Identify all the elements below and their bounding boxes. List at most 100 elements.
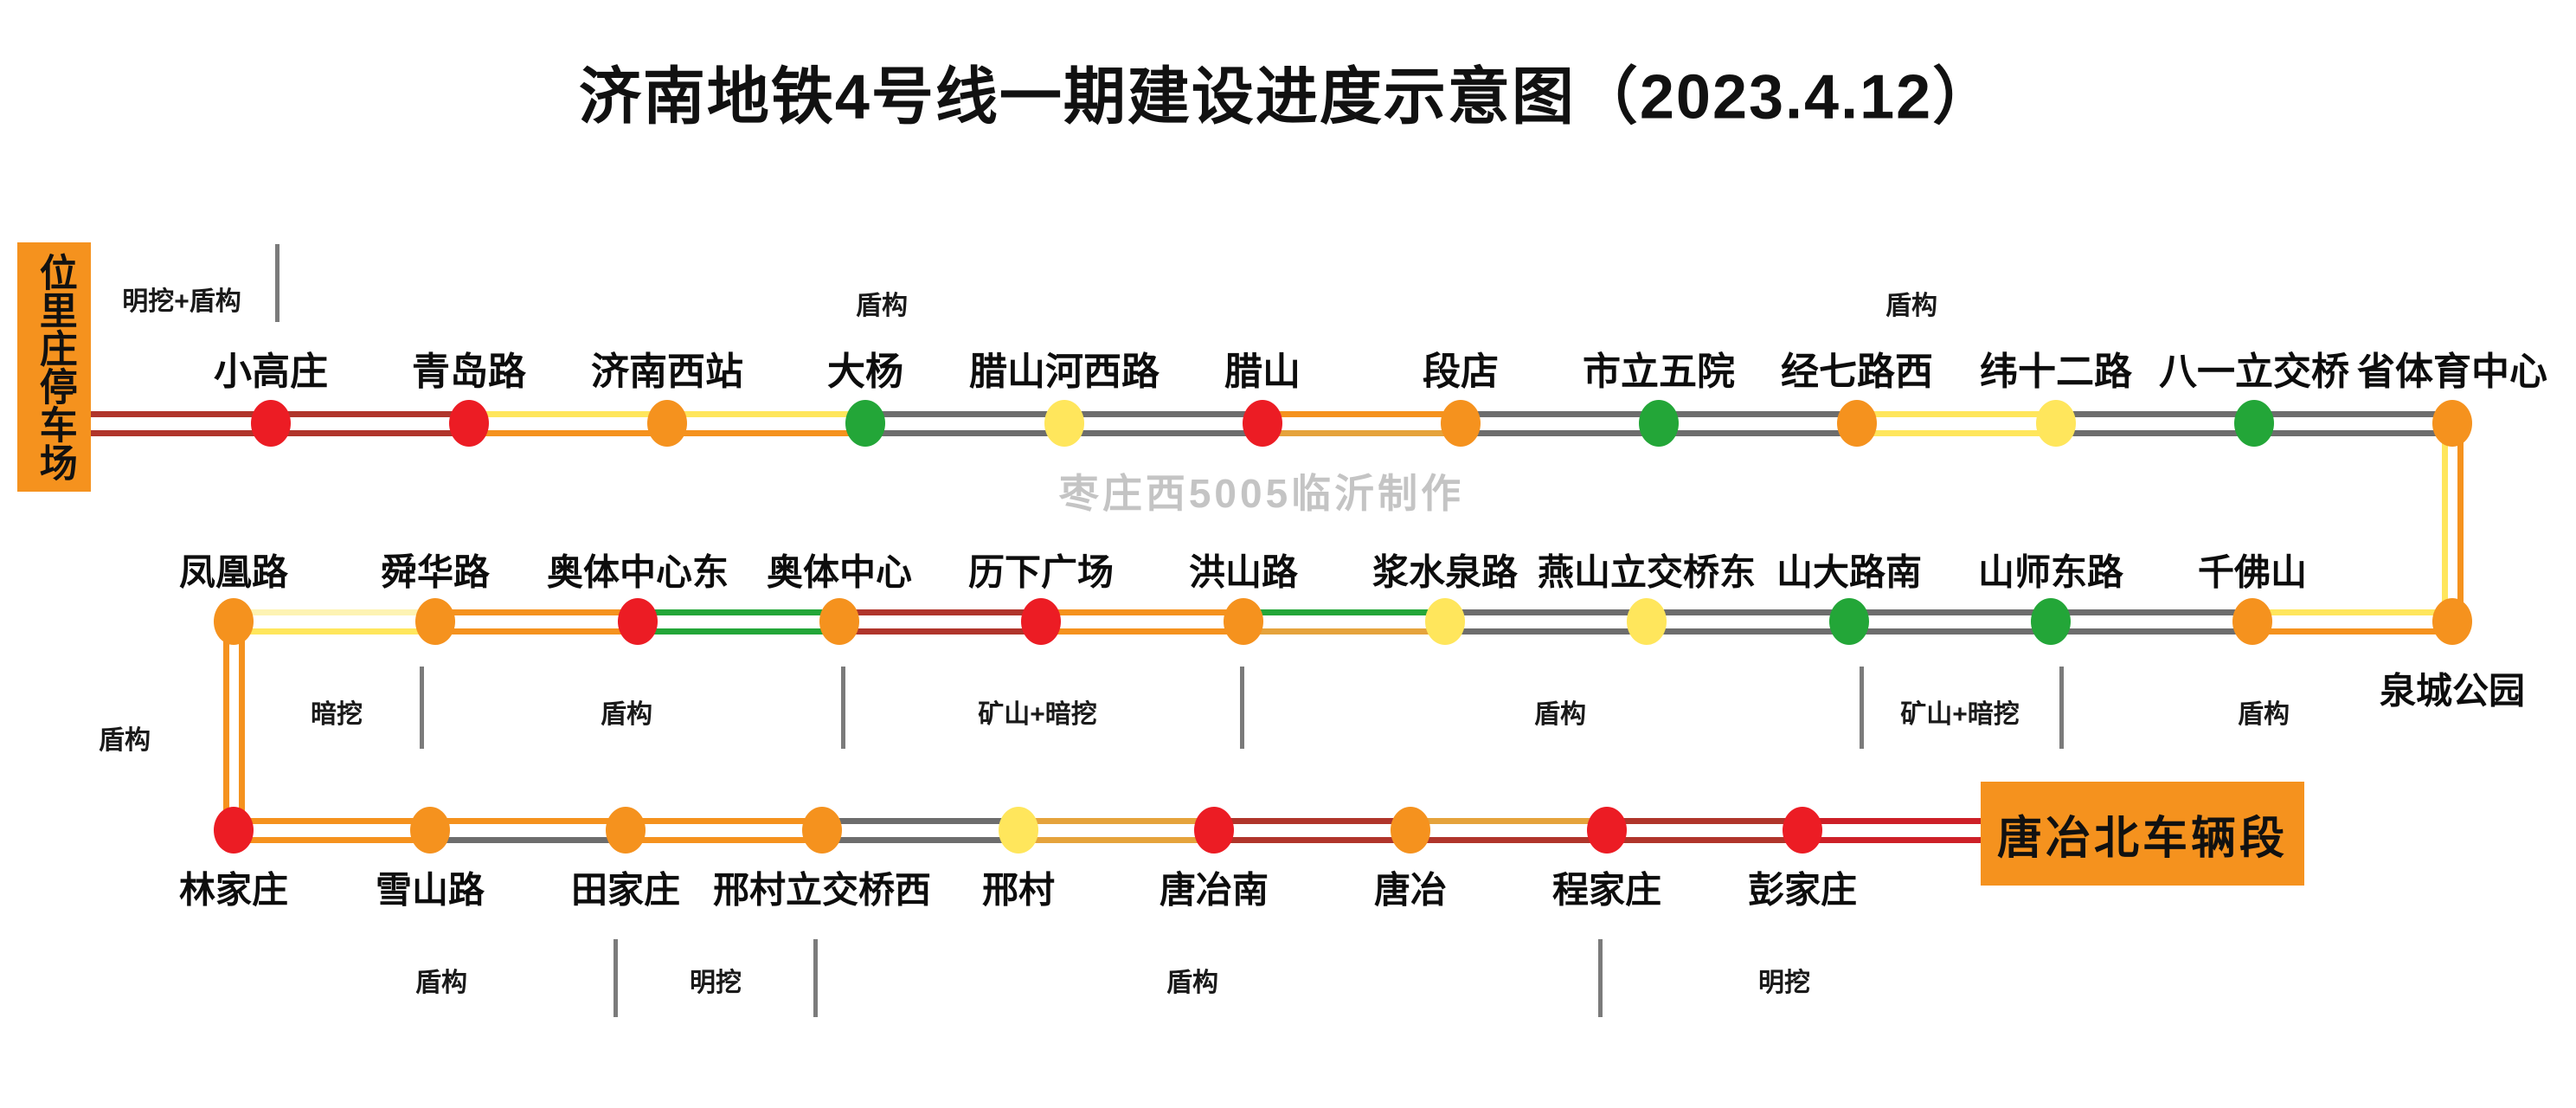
watermark-text: 枣庄西5005临沂制作 [1058, 471, 1465, 516]
track-connector-right [238, 622, 245, 830]
track-segment-bottom [435, 628, 638, 635]
track-segment-bottom [1041, 628, 1243, 635]
station-dot [1425, 598, 1465, 645]
track-segment-bottom [1647, 628, 1849, 635]
station-dot [1587, 807, 1627, 854]
track-segment-top [271, 410, 469, 417]
station-label: 腊山河西路 [969, 351, 1160, 393]
track-segment-bottom [234, 836, 430, 843]
station-dot [845, 400, 885, 447]
station-label: 山大路南 [1776, 551, 1923, 593]
track-segment-top [2254, 410, 2452, 417]
track-segment-top [91, 410, 271, 417]
construction-method-label: 盾构 [856, 292, 908, 320]
station-dot [2432, 598, 2472, 645]
station-dot [449, 400, 489, 447]
station-dot [618, 598, 658, 645]
track-segment-top [1041, 609, 1243, 615]
station-label: 青岛路 [412, 351, 526, 393]
station-dot [1783, 807, 1822, 854]
station-dot [1441, 400, 1481, 447]
track-segment-bottom [1243, 628, 1445, 635]
track-segment-bottom [1018, 836, 1214, 843]
track-segment-bottom [1802, 836, 1981, 843]
station-label: 舜华路 [380, 551, 491, 593]
station-label: 八一立交桥 [2159, 351, 2349, 393]
track-segment-top [1857, 410, 2056, 417]
station-label: 唐冶南 [1159, 869, 1269, 911]
station-dot [1224, 598, 1263, 645]
section-divider [1598, 939, 1603, 1017]
track-segment-top [1214, 817, 1410, 824]
station-label: 邢村立交桥西 [712, 869, 932, 911]
track-segment-top [1802, 817, 1981, 824]
track-segment-bottom [1849, 628, 2051, 635]
section-divider [275, 244, 279, 322]
track-segment-bottom [822, 836, 1018, 843]
track-segment-bottom [626, 836, 822, 843]
construction-method-label: 盾构 [1534, 700, 1586, 729]
construction-method-label: 盾构 [1166, 969, 1218, 997]
station-dot [1194, 807, 1234, 854]
station-label: 泉城公园 [2379, 670, 2526, 712]
track-segment-bottom [1262, 429, 1461, 436]
station-label: 奥体中心东 [546, 551, 729, 593]
track-segment-top [822, 817, 1018, 824]
station-label: 田家庄 [570, 869, 681, 911]
track-segment-top [234, 609, 435, 615]
station-label: 小高庄 [214, 351, 328, 393]
station-label: 邢村 [981, 869, 1056, 911]
track-segment-bottom [234, 628, 435, 635]
track-segment-bottom [1461, 429, 1659, 436]
station-label: 彭家庄 [1747, 869, 1858, 911]
track-segment-bottom [1410, 836, 1607, 843]
station-label: 洪山路 [1188, 551, 1299, 593]
station-dot [2036, 400, 2076, 447]
track-connector-left [222, 622, 229, 830]
track-segment-bottom [2056, 429, 2254, 436]
station-dot [1627, 598, 1667, 645]
station-dot [251, 400, 291, 447]
station-label: 千佛山 [2197, 551, 2308, 593]
construction-method-label: 明挖+盾构 [122, 287, 241, 316]
depot-box: 位里庄停车场 [17, 242, 91, 492]
station-label: 段店 [1423, 351, 1499, 393]
station-dot [1391, 807, 1430, 854]
track-segment-top [1243, 609, 1445, 615]
station-dot [999, 807, 1038, 854]
diagram-title: 济南地铁4号线一期建设进度示意图（2023.4.12） [578, 62, 1997, 132]
track-segment-top [469, 410, 667, 417]
station-dot [2232, 598, 2272, 645]
station-label: 历下广场 [967, 551, 1115, 593]
track-segment-bottom [91, 429, 271, 436]
track-segment-bottom [271, 429, 469, 436]
track-segment-bottom [1445, 628, 1647, 635]
track-segment-top [1647, 609, 1849, 615]
track-segment-bottom [1064, 429, 1262, 436]
construction-method-label: 盾构 [2238, 700, 2290, 729]
station-dot [1243, 400, 1282, 447]
track-segment-top [1607, 817, 1802, 824]
station-label: 大杨 [827, 351, 903, 393]
station-dot [214, 807, 254, 854]
section-divider [613, 939, 618, 1017]
station-label: 腊山 [1224, 351, 1301, 393]
station-label: 浆水泉路 [1372, 551, 1519, 593]
track-segment-top [1410, 817, 1607, 824]
station-dot [2432, 400, 2472, 447]
track-segment-bottom [1857, 429, 2056, 436]
station-label: 程家庄 [1551, 869, 1662, 911]
track-segment-top [1461, 410, 1659, 417]
track-segment-bottom [2051, 628, 2252, 635]
section-divider [1860, 667, 1864, 749]
track-segment-bottom [1607, 836, 1802, 843]
depot-box: 唐冶北车辆段 [1981, 782, 2304, 886]
station-label: 市立五院 [1583, 351, 1735, 393]
track-segment-top [839, 609, 1041, 615]
track-segment-bottom [865, 429, 1064, 436]
track-segment-top [2252, 609, 2452, 615]
station-label: 济南西站 [591, 351, 743, 393]
station-label: 唐冶 [1373, 869, 1448, 911]
track-segment-top [667, 410, 865, 417]
